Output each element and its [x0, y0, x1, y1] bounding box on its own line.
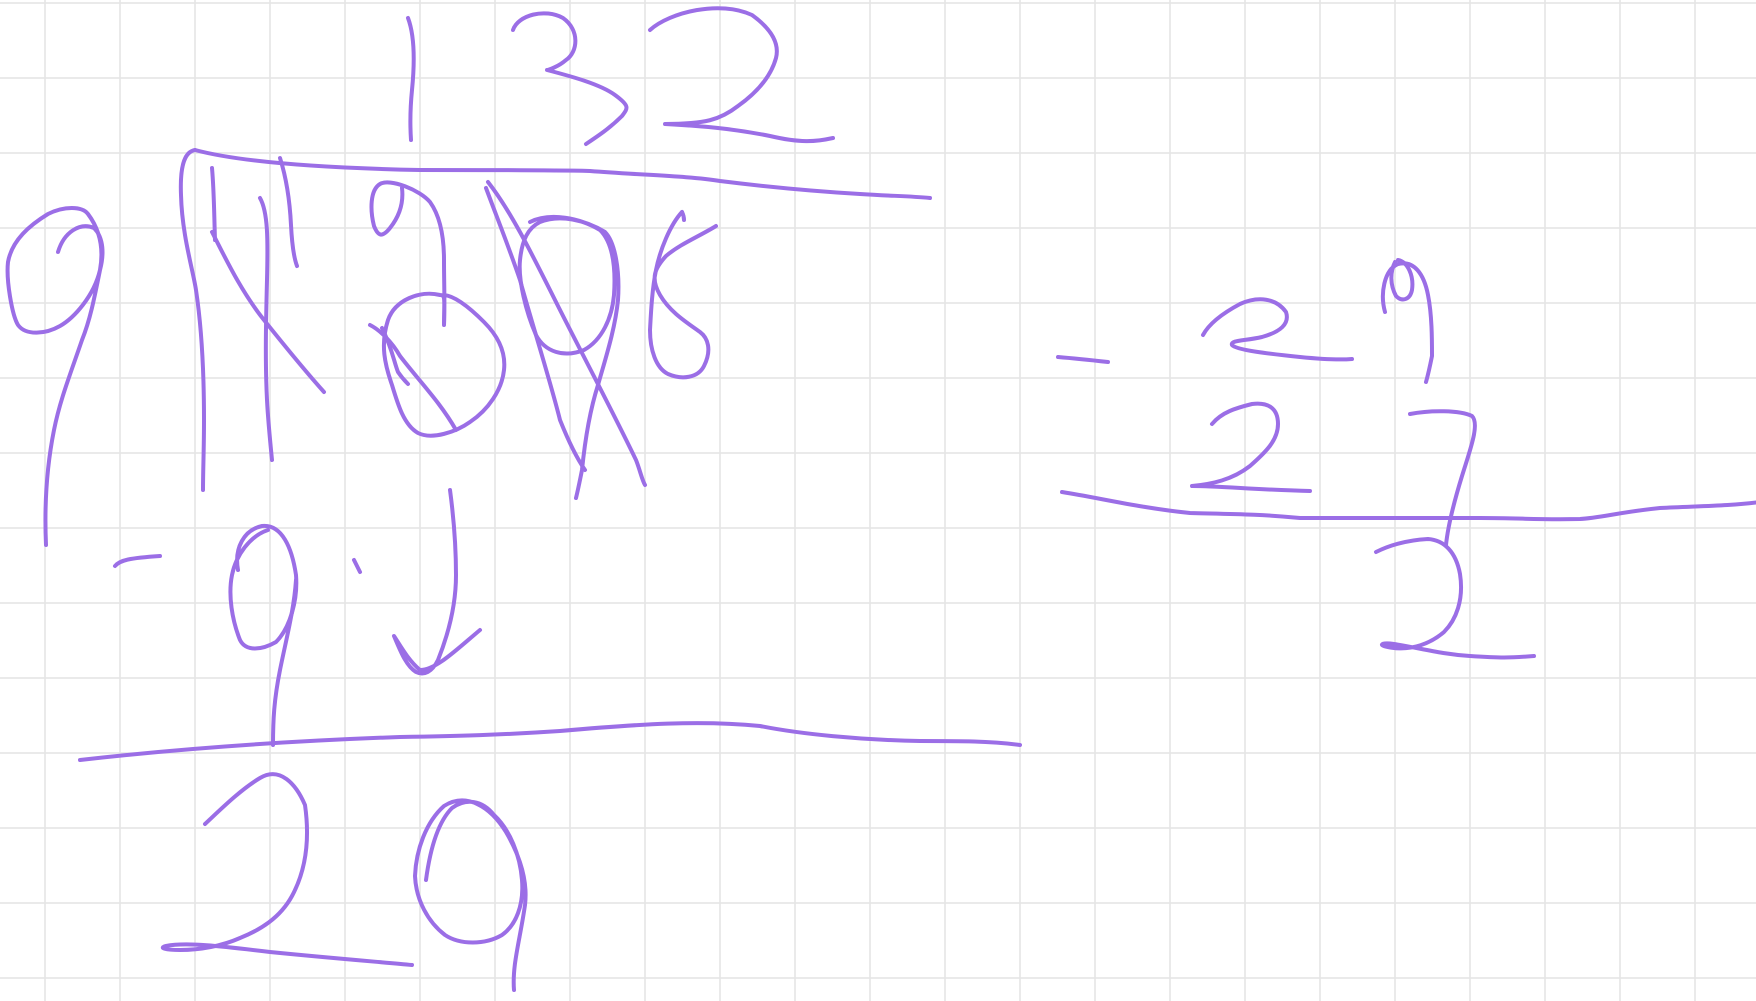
side-digit-2 [1201, 297, 1354, 362]
side-sub-digit-2 [1190, 401, 1312, 493]
first-remainder-29 [160, 772, 528, 992]
first-subtraction-line [78, 721, 1022, 762]
dividend-digit-8c-stub [680, 210, 686, 222]
dividend-1188 [210, 156, 718, 500]
dividend-digit-8c [648, 210, 718, 380]
dividend-digit-8-cross2 [484, 186, 587, 472]
dividend-digit-8-cross [486, 180, 647, 487]
side-digit-9 [1380, 261, 1434, 384]
side-sub-digit-7 [1408, 409, 1477, 547]
bring-down-dot [352, 558, 362, 574]
second-remainder-2 [1374, 537, 1536, 660]
quotient-digit-3 [511, 11, 629, 146]
quotient-digit-2 [648, 6, 835, 144]
division-bracket-top [193, 148, 932, 200]
remainder-digit-9 [413, 798, 528, 992]
remainder-digit-2 [160, 772, 414, 967]
division-bracket-side [178, 148, 206, 492]
side-digit-9-loop [1389, 258, 1415, 302]
minus-sign-1 [113, 554, 162, 568]
divisor-digit-9 [5, 206, 105, 547]
dividend-digit-1d [380, 326, 410, 386]
dividend-cross-out-1 [210, 230, 326, 394]
dividend-digit-1a [210, 166, 217, 242]
first-subtraction-9 [113, 523, 299, 747]
second-subtraction-29 [1056, 258, 1434, 384]
side-subtraction-27 [1190, 401, 1477, 547]
side-rem-digit-2 [1374, 537, 1536, 660]
dividend-digit-8a [369, 180, 507, 438]
quotient-132 [406, 6, 835, 146]
dividend-cross-out-2 [368, 323, 458, 432]
dividend-digit-8b [517, 214, 621, 500]
handwritten-long-division [5, 6, 1756, 992]
dividend-digit-1b [258, 196, 274, 462]
side-subtraction-line [1060, 490, 1756, 522]
quotient-digit-1 [406, 16, 416, 142]
subtraction-digit-9 [228, 523, 299, 651]
dividend-digit-1c [278, 156, 299, 268]
side-minus [1056, 355, 1110, 364]
subtraction-digit-9-stem [271, 578, 298, 747]
bring-down-arrow [392, 488, 482, 676]
